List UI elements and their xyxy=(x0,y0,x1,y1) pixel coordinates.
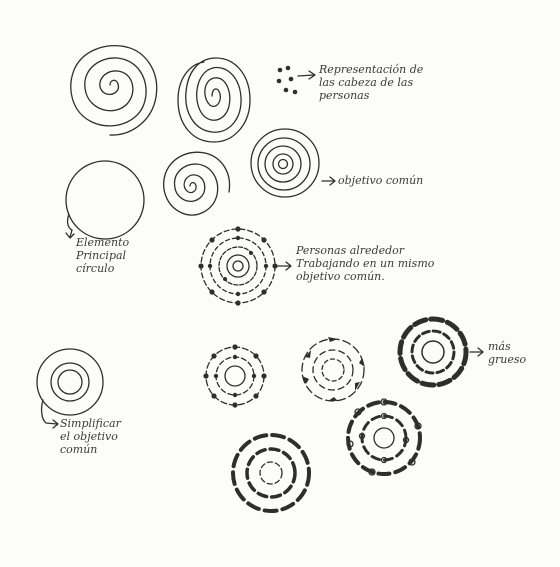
spiral-sketch-oval xyxy=(178,58,250,142)
empty-circle-sketch xyxy=(66,161,144,239)
spiral-sketch-large xyxy=(71,46,157,135)
variant-dots-icon xyxy=(203,344,266,407)
concentric-circles-goal-sketch xyxy=(251,129,319,197)
arrow-icon xyxy=(298,71,315,79)
annotation-people-around: Personas alrededor Trabajando en un mism… xyxy=(296,244,434,283)
thick-rings-variant-sketch xyxy=(400,319,466,385)
annotation-heads: Representación de las cabeza de las pers… xyxy=(319,63,423,102)
arrow-icon xyxy=(322,177,335,185)
dashed-rings-variant-sketch xyxy=(302,339,364,401)
annotation-main-element: Elemento Principal círculo xyxy=(76,236,129,275)
arrow-icon xyxy=(470,348,483,356)
annotation-simplify: Simplificar el objetivo común xyxy=(60,417,121,456)
spiral-sketch-medium xyxy=(164,152,230,215)
annotation-common-goal: objetivo común xyxy=(338,174,423,187)
people-dots-icon xyxy=(198,226,277,305)
annotation-thicker: más grueso xyxy=(488,340,526,366)
segmented-rings-sketch xyxy=(233,435,309,511)
segmented-rings-with-nodes-sketch xyxy=(347,399,421,475)
dots-heads-icon xyxy=(277,66,298,95)
arrow-icon xyxy=(278,262,291,270)
